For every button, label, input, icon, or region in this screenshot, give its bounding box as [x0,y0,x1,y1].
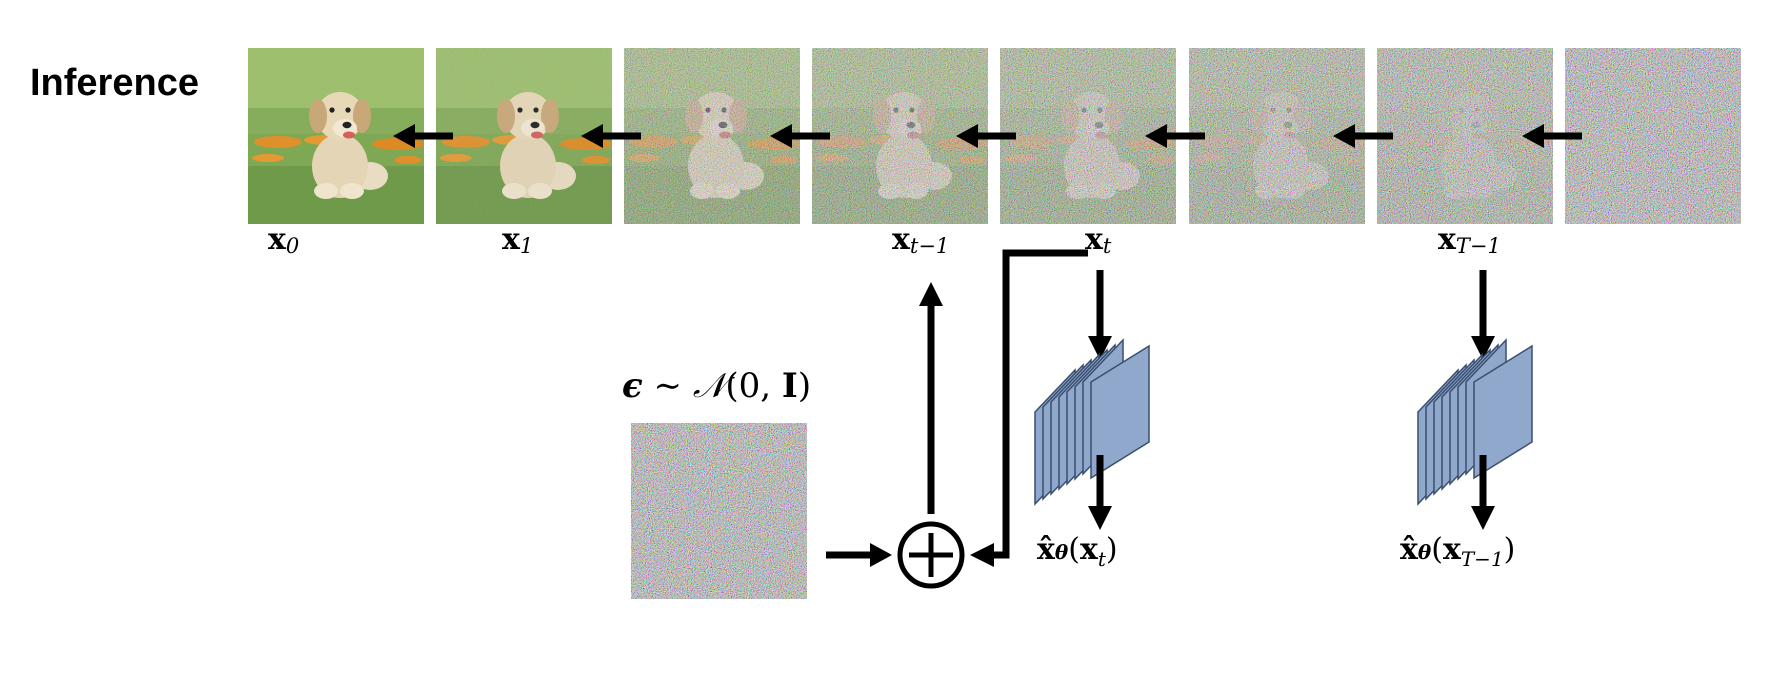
arrow-net-to-pred-t [1088,455,1112,530]
diffusion-frame-7 [1565,48,1741,224]
arrow-left-1 [581,124,641,148]
network-block-icon [1034,338,1150,506]
noise-distribution-label: ϵ ∼ 𝒩(0, I) [622,366,812,406]
arrow-left-4 [1145,124,1205,148]
arrow-noise-to-sum [826,543,892,567]
label-xt: xt [1085,222,1112,259]
network-block-icon [1417,338,1533,506]
label-x0: x0 [268,222,300,259]
feedback-arrowhead [970,543,994,567]
label-xT-minus-1: xT−1 [1438,222,1501,259]
label-x1: x1 [502,222,534,259]
arrow-xt-to-net [1088,270,1112,360]
arrow-left-2 [770,124,830,148]
noise-overlay [1565,48,1741,224]
arrow-left-0 [393,124,453,148]
arrow-left-3 [956,124,1016,148]
arrow-left-5 [1333,124,1393,148]
section-title: Inference [30,62,199,104]
label-xt-minus-1: xt−1 [892,222,950,259]
arrow-net-to-pred-T [1471,455,1495,530]
plus-circle-icon [897,521,965,589]
feedback-line [985,249,1088,559]
prediction-label-t: x̂θ(xt) [1037,532,1118,571]
prediction-label-T-minus-1: x̂θ(xT−1) [1400,532,1516,571]
arrow-left-6 [1522,124,1582,148]
noise-image [631,423,807,599]
arrow-xTm1-to-net [1471,270,1495,360]
arrow-sum-to-xtm1 [919,282,943,514]
